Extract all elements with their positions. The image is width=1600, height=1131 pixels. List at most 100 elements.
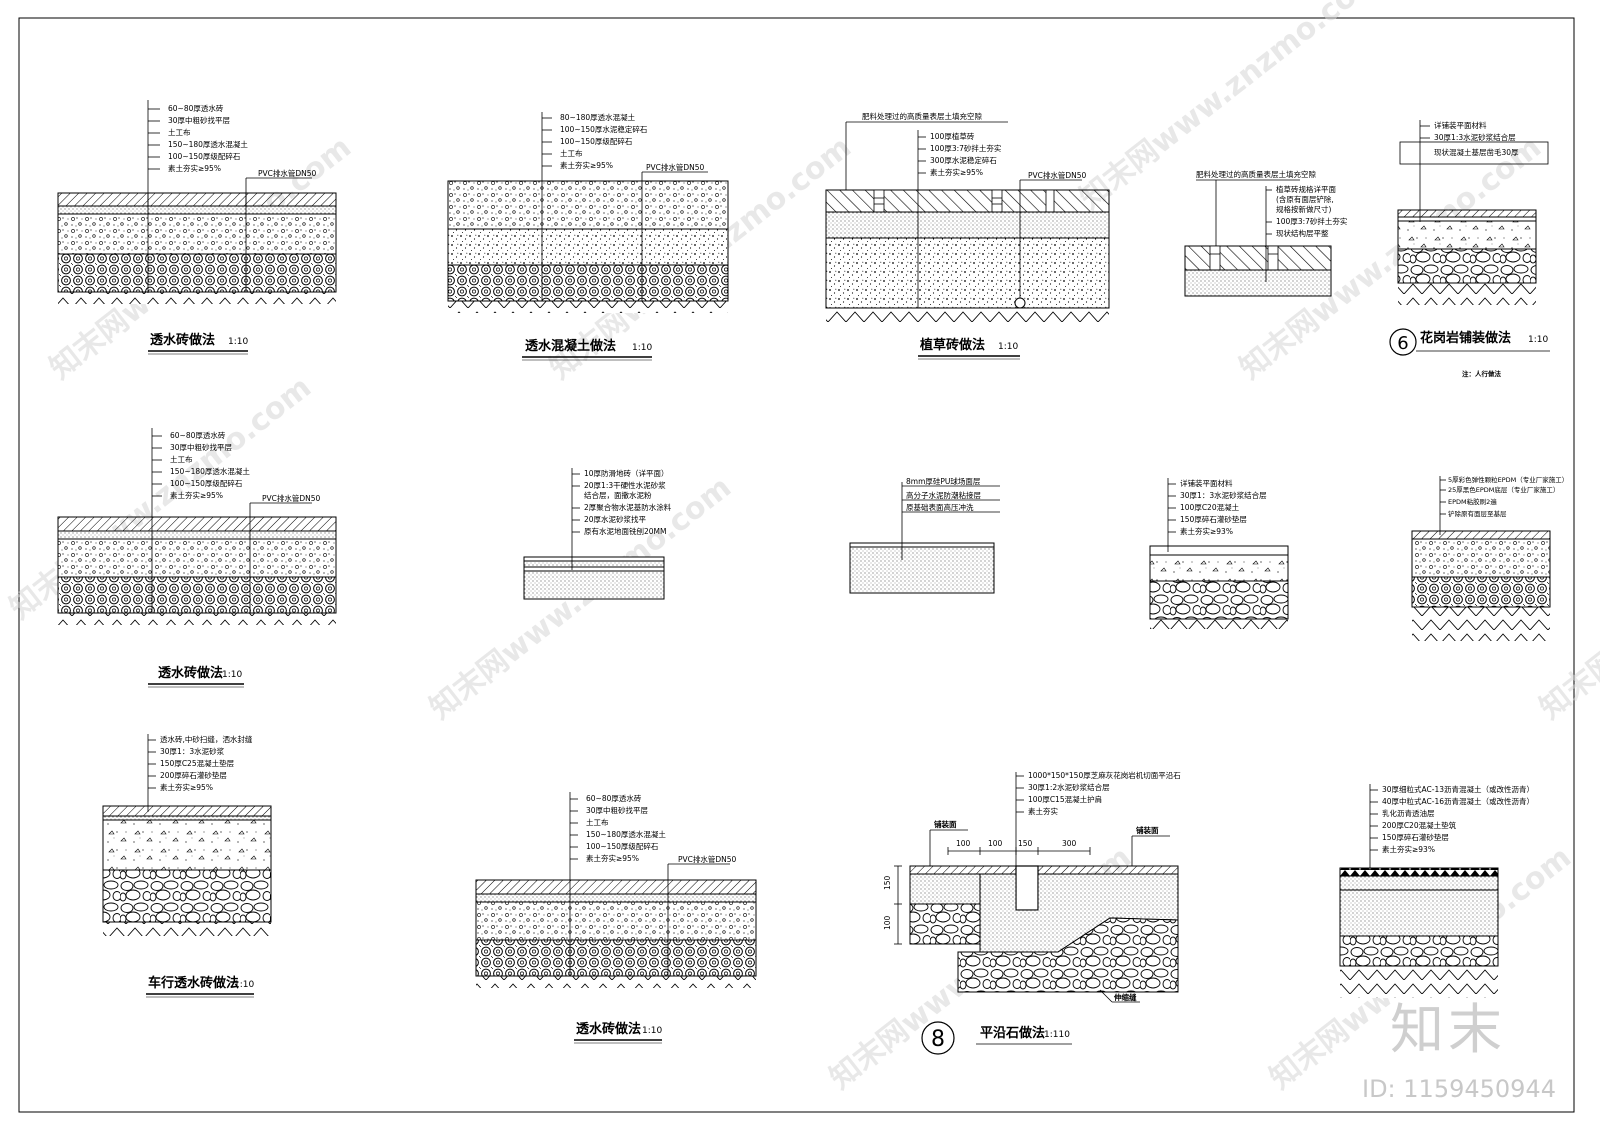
label: 8mm厚硅PU球场面层 bbox=[906, 476, 981, 486]
left-tag: 铺装面 bbox=[934, 819, 957, 829]
label: 150厚碎石灌砂垫层 bbox=[1180, 514, 1247, 524]
label: 20厚水泥砂浆找平 bbox=[584, 514, 647, 524]
pipe-label: PVC排水管DN50 bbox=[678, 854, 737, 864]
label: 100厚3:7砂拌土夯实 bbox=[1276, 216, 1348, 226]
label: 30厚1：3水泥砂浆 bbox=[160, 746, 225, 756]
layer-gravel bbox=[1411, 576, 1551, 608]
detail-pu-court: 8mm厚硅PU球场面层 高分子水泥防潮粘接层 原基础表面高压冲洗 bbox=[849, 476, 1000, 594]
layer-graded-gravel bbox=[475, 939, 757, 977]
label: 现状结构层平整 bbox=[1276, 228, 1329, 238]
label: 详铺装平面材料 bbox=[1434, 120, 1487, 130]
layer-medium-asphalt bbox=[1339, 875, 1499, 891]
detail-paving-gravel: 详铺装平面材料 30厚1：3水泥砂浆结合层 100厚C20混凝土 150厚碎石灌… bbox=[1149, 478, 1289, 629]
layer-pu-surface bbox=[849, 542, 995, 548]
detail-title: 植草砖做法 bbox=[919, 337, 985, 353]
label: EPDM粘胶刷2遍 bbox=[1448, 497, 1497, 506]
label: 100~150厚级配碎石 bbox=[168, 151, 241, 161]
layer-existing-floor bbox=[523, 570, 665, 600]
layer-compacted-soil bbox=[1340, 966, 1498, 998]
detail-number-icon bbox=[921, 1021, 955, 1055]
label: 透水砖,中砂扫缝，洒水封缝 bbox=[160, 734, 253, 744]
layer-paving-right bbox=[1037, 865, 1179, 875]
layer-mortar bbox=[102, 815, 272, 821]
label: 10厚防滑地砖（详平面） bbox=[584, 468, 669, 478]
label: 25厚黑色EPDM底层（专业厂家施工） bbox=[1448, 485, 1559, 494]
label: 30厚中粗砂找平层 bbox=[170, 442, 233, 452]
label: (含原有面层铲除, bbox=[1276, 194, 1334, 204]
label: 规格按新做尺寸) bbox=[1276, 204, 1331, 214]
detail-scale: 1:10 bbox=[1528, 335, 1548, 345]
pipe-label: PVC排水管DN50 bbox=[262, 493, 321, 503]
label: 素土夯实≥95% bbox=[586, 853, 639, 863]
label: 素土夯实≥95% bbox=[168, 163, 221, 173]
detail-title: 平沿石做法 bbox=[980, 1025, 1045, 1041]
detail-note: 注：人行做法 bbox=[1462, 369, 1502, 378]
label: 150~180厚透水混凝土 bbox=[586, 829, 666, 839]
detail-scale: 1:10 bbox=[234, 980, 254, 990]
label: 60~80厚透水砖 bbox=[168, 103, 224, 113]
layer-fine-asphalt bbox=[1339, 867, 1499, 877]
detail-number-icon bbox=[1389, 328, 1417, 356]
label: 素土夯实 bbox=[1028, 806, 1058, 816]
label: 详铺装平面材料 bbox=[1180, 478, 1233, 488]
brand-logo: 知末 bbox=[1390, 998, 1506, 1061]
detail-asphalt: 30厚细粒式AC-13沥青混凝土（或改性沥青） 40厚中粒式AC-16沥青混凝土… bbox=[1339, 784, 1534, 998]
label: 素土夯实≥95% bbox=[170, 490, 223, 500]
layer-concrete-base bbox=[1397, 220, 1537, 250]
detail-scale: 1:10 bbox=[222, 670, 242, 680]
layer-compacted-soil bbox=[448, 301, 728, 313]
layer-brick bbox=[102, 805, 272, 817]
layer-tile bbox=[523, 556, 665, 562]
layer-epdm bbox=[1411, 530, 1551, 540]
detail-grass-brick: 肥料处理过的高质量表层土填充空隙 100厚植草砖 100厚3:7砂拌土夯实 30… bbox=[825, 111, 1110, 360]
detail-title: 透水砖做法 bbox=[576, 1021, 641, 1037]
layer-base-left bbox=[909, 873, 981, 905]
detail-grass-brick-renovation: 肥料处理过的高质量表层土填充空隙 植草砖规格详平面 (含原有面层铲除, 规格按新… bbox=[1184, 169, 1348, 297]
label: 60~80厚透水砖 bbox=[170, 430, 226, 440]
layer-permeable-concrete bbox=[447, 180, 729, 230]
bottom-tag: 伸缩缝 bbox=[1113, 992, 1137, 1002]
label: 30厚1:3水泥砂浆结合层 bbox=[1434, 132, 1516, 142]
label: 土工布 bbox=[170, 454, 193, 464]
label: 100厚3:7砂拌土夯实 bbox=[930, 143, 1002, 153]
dimension: 100 bbox=[988, 839, 1003, 848]
layer-sand bbox=[57, 205, 337, 215]
layer-base bbox=[1411, 538, 1551, 578]
label: 30厚中粗砂找平层 bbox=[586, 805, 649, 815]
label: 素土夯实≥93% bbox=[1180, 526, 1233, 536]
label: 素土夯实≥93% bbox=[1382, 844, 1435, 854]
pipe-label: PVC排水管DN50 bbox=[646, 162, 705, 172]
layer-sand bbox=[475, 893, 757, 903]
label: 100~150厚级配碎石 bbox=[560, 136, 633, 146]
dimension: 100 bbox=[883, 915, 892, 930]
detail-anti-slip-tile: 10厚防滑地砖（详平面） 20厚1:3干硬性水泥砂浆 结合层，面撒水泥粉 2厚聚… bbox=[523, 468, 672, 600]
detail-permeable-brick-2: 60~80厚透水砖 30厚中粗砂找平层 土工布 150~180厚透水混凝土 10… bbox=[57, 428, 337, 688]
label: 30厚1:2水泥砂浆结合层 bbox=[1028, 782, 1110, 792]
right-tag: 铺装面 bbox=[1136, 825, 1159, 835]
layer-compacted-soil bbox=[1398, 283, 1536, 305]
curb-stone bbox=[1015, 865, 1039, 911]
layer-compacted-soil bbox=[1412, 607, 1550, 641]
detail-flat-curb: 1000*150*150厚芝麻灰花岗岩机切面平沿石 30厚1:2水泥砂浆结合层 … bbox=[883, 770, 1181, 1055]
layer-base bbox=[849, 546, 995, 594]
layer-paving bbox=[1149, 545, 1289, 556]
layer-graded-gravel bbox=[57, 576, 337, 614]
label: 100厚植草砖 bbox=[930, 131, 975, 141]
layer-stone bbox=[1339, 935, 1499, 967]
detail-title: 车行透水砖做法 bbox=[148, 975, 239, 991]
leader-lines bbox=[147, 100, 312, 293]
layer-cement-stabilized bbox=[447, 228, 729, 266]
label: 5厚彩色弹性颗粒EPDM（专业厂家施工） bbox=[1448, 475, 1568, 484]
layer-stone-bottom bbox=[957, 917, 1179, 993]
dimension: 150 bbox=[1018, 839, 1033, 848]
label: 乳化沥青透油层 bbox=[1382, 808, 1435, 818]
label: 素土夯实≥95% bbox=[560, 160, 613, 170]
detail-permeable-concrete: 80~180厚透水混凝土 100~150厚水泥稳定碎石 100~150厚级配碎石… bbox=[447, 112, 729, 361]
dimension: 150 bbox=[883, 875, 892, 890]
label: 30厚细粒式AC-13沥青混凝土（或改性沥青） bbox=[1382, 784, 1534, 794]
image-id: ID: 1159450944 bbox=[1362, 1075, 1556, 1103]
drain-pipe-icon bbox=[1014, 297, 1026, 309]
layer-graded-gravel bbox=[57, 253, 337, 293]
detail-scale: 1:10 bbox=[998, 342, 1018, 352]
